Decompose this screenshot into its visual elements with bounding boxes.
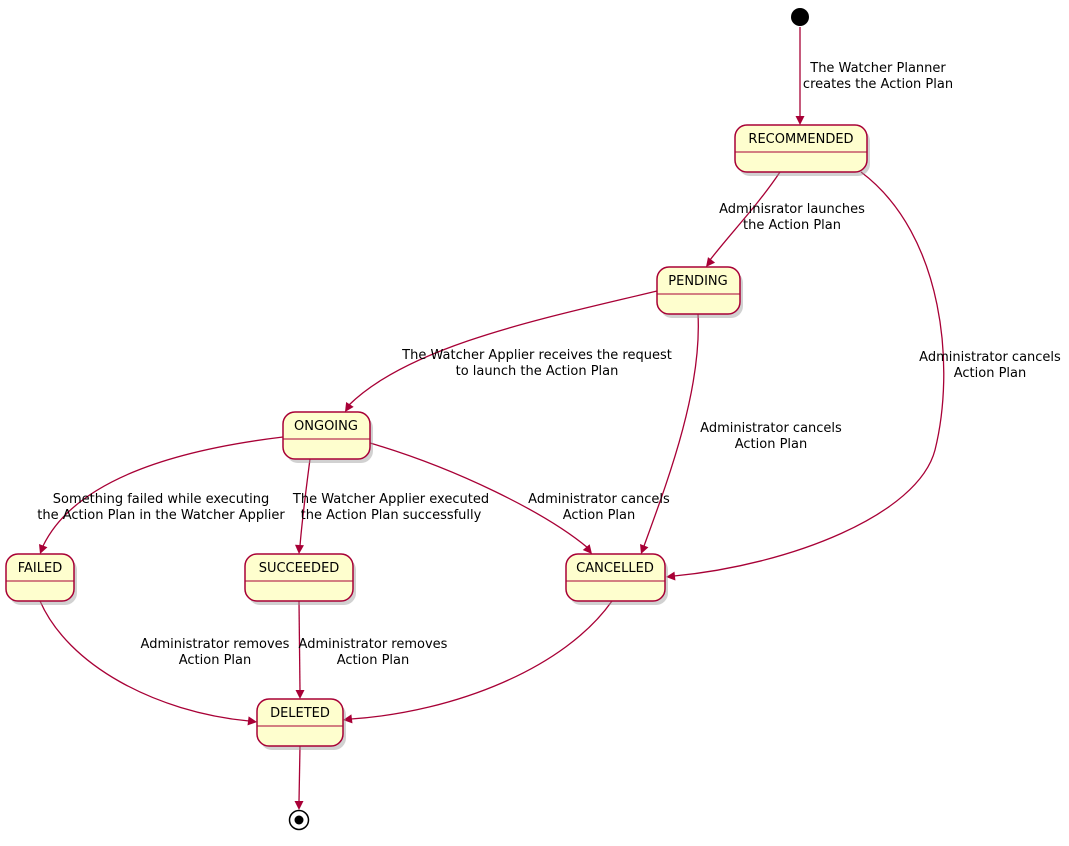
state-ongoing-label: ONGOING xyxy=(294,419,358,434)
state-deleted: DELETED xyxy=(256,698,346,750)
state-cancelled: CANCELLED xyxy=(565,553,668,605)
edge-label-recommended-to-cancelled-line1: Administrator cancels xyxy=(919,350,1061,365)
arrowhead-succeeded-to-deleted xyxy=(295,690,305,699)
state-deleted-label: DELETED xyxy=(270,706,330,721)
edge-label-ongoing-to-failed-line1: Something failed while executing xyxy=(53,492,269,507)
edge-label-failed-to-deleted-line1: Administrator removes xyxy=(141,637,290,652)
state-recommended-box xyxy=(734,124,868,173)
arrowhead-ongoing-to-failed xyxy=(39,543,48,554)
arrowhead-recommended-to-cancelled xyxy=(666,571,676,581)
arrowhead-ongoing-to-cancelled xyxy=(582,544,592,554)
arrowhead-recommended-to-pending xyxy=(706,257,716,267)
state-succeeded-box xyxy=(244,553,354,602)
edge-labels-layer: The Watcher Planner creates the Action P… xyxy=(37,61,1061,668)
edge-ongoing-to-failed xyxy=(42,436,284,547)
edge-label-recommended-to-pending-line1: Adminisrator launches xyxy=(719,202,865,217)
edge-cancelled-to-deleted xyxy=(350,600,613,720)
state-deleted-box xyxy=(256,698,344,747)
state-succeeded: SUCCEEDED xyxy=(244,553,356,605)
edge-label-recommended-to-cancelled-line2: Action Plan xyxy=(954,366,1027,381)
state-pending-label: PENDING xyxy=(668,274,727,289)
edge-label-pending-to-ongoing-line2: to launch the Action Plan xyxy=(456,364,619,379)
arrowhead-ongoing-to-succeeded xyxy=(294,544,304,554)
edge-ongoing-to-cancelled xyxy=(369,442,589,549)
edge-label-pending-to-cancelled-line1: Administrator cancels xyxy=(700,421,842,436)
state-ongoing: ONGOING xyxy=(282,411,373,463)
edge-label-ongoing-to-succeeded-line1: The Watcher Applier executed xyxy=(292,492,489,507)
initial-state-icon xyxy=(791,8,809,26)
edge-label-failed-to-deleted-line2: Action Plan xyxy=(179,653,252,668)
edge-pending-to-cancelled xyxy=(643,313,699,547)
state-cancelled-label: CANCELLED xyxy=(576,561,654,576)
edge-label-succeeded-to-deleted-line2: Action Plan xyxy=(337,653,410,668)
edge-label-ongoing-to-cancelled-line2: Action Plan xyxy=(563,508,636,523)
edge-recommended-to-cancelled xyxy=(673,171,945,577)
edge-recommended-to-pending xyxy=(709,171,781,261)
arrowhead-cancelled-to-deleted xyxy=(343,714,353,724)
edge-label-ongoing-to-cancelled-line1: Administrator cancels xyxy=(528,492,670,507)
state-recommended: RECOMMENDED xyxy=(734,124,870,176)
edge-failed-to-deleted xyxy=(39,600,250,722)
state-failed-box xyxy=(5,553,75,602)
state-recommended-label: RECOMMENDED xyxy=(748,132,853,147)
edge-label-init-to-recommended-line1: The Watcher Planner xyxy=(809,61,946,76)
state-succeeded-label: SUCCEEDED xyxy=(259,561,340,576)
state-failed: FAILED xyxy=(5,553,77,605)
edge-label-ongoing-to-succeeded-line2: the Action Plan successfully xyxy=(301,508,482,523)
state-failed-label: FAILED xyxy=(18,561,62,576)
edge-ongoing-to-succeeded xyxy=(299,458,311,547)
edge-succeeded-to-deleted xyxy=(298,600,301,692)
state-cancelled-box xyxy=(565,553,666,602)
edge-label-init-to-recommended-line2: creates the Action Plan xyxy=(803,77,953,92)
arrowhead-pending-to-ongoing xyxy=(345,402,354,412)
initial-state-dot xyxy=(791,8,809,26)
edge-label-succeeded-to-deleted-line1: Administrator removes xyxy=(299,637,448,652)
edge-label-pending-to-ongoing-line1: The Watcher Applier receives the request xyxy=(401,348,672,363)
final-state-icon xyxy=(288,809,310,831)
edge-label-pending-to-cancelled-line2: Action Plan xyxy=(735,437,808,452)
edge-label-ongoing-to-failed-line2: the Action Plan in the Watcher Applier xyxy=(37,508,285,523)
state-pending-box xyxy=(656,266,741,315)
arrowhead-deleted-to-final xyxy=(294,801,304,810)
arrowhead-pending-to-cancelled xyxy=(640,543,649,554)
state-pending: PENDING xyxy=(656,266,743,318)
state-ongoing-box xyxy=(282,411,371,460)
edges-layer xyxy=(39,27,945,810)
arrowhead-init-to-recommended xyxy=(795,116,805,125)
edge-label-recommended-to-pending-line2: the Action Plan xyxy=(743,218,841,233)
edge-deleted-to-final xyxy=(298,745,301,803)
arrowhead-failed-to-deleted xyxy=(247,716,257,726)
edge-pending-to-ongoing xyxy=(348,290,658,406)
final-state-inner-dot xyxy=(294,815,304,825)
